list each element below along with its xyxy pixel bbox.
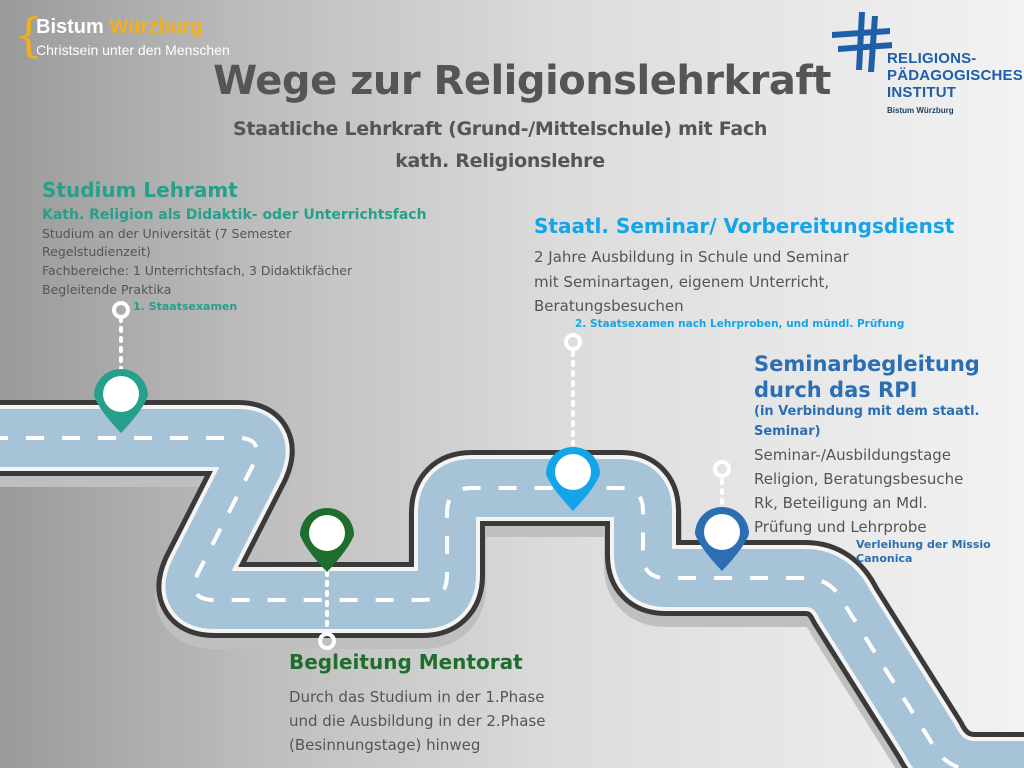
page-subtitle-line2: kath. Religionslehre xyxy=(395,150,605,172)
studium-text-line: Fachbereiche: 1 Unterrichtsfach, 3 Didak… xyxy=(42,263,353,278)
rpi-missio-label-line1: Verleihung der Missio xyxy=(856,538,991,551)
studium-exam-label: 1. Staatsexamen xyxy=(133,300,238,313)
rpi-heading-line2: durch das RPI xyxy=(754,378,918,402)
rpi-heading-line1: Seminarbegleitung xyxy=(754,352,980,376)
seminar-heading: Staatl. Seminar/ Vorbereitungsdienst xyxy=(534,214,955,238)
page-subtitle-line1: Staatliche Lehrkraft (Grund-/Mittelschul… xyxy=(232,118,768,140)
studium-text-line: Regelstudienzeit) xyxy=(42,244,151,259)
institute-name: RELIGIONS- PÄDAGOGISCHES INSTITUT xyxy=(887,50,1023,101)
road-lane-dashes xyxy=(0,436,1024,768)
studium-text-line: Begleitende Praktika xyxy=(42,282,172,297)
seminar-exam-label: 2. Staatsexamen nach Lehrproben, und mün… xyxy=(575,318,905,330)
waypoint-ring-icon xyxy=(318,632,336,650)
map-pin-icon xyxy=(546,447,600,511)
seminar-text-line: mit Seminartagen, eigenem Unterricht, xyxy=(534,273,830,291)
rpi-text-line: Religion, Beratungsbesuche xyxy=(754,470,964,488)
waypoint-ring-icon xyxy=(112,301,130,319)
mentorat-heading: Begleitung Mentorat xyxy=(289,650,523,674)
studium-subheading: Kath. Religion als Didaktik- oder Unterr… xyxy=(42,207,427,223)
waypoint-ring-icon xyxy=(564,333,582,351)
page-title: Wege zur Religionslehrkraft xyxy=(213,58,831,104)
seminar-text-line: Beratungsbesuchen xyxy=(534,297,684,315)
brace-logo-icon: { xyxy=(14,8,44,62)
institute-logo: RELIGIONS- PÄDAGOGISCHES INSTITUT Bistum… xyxy=(832,10,1023,120)
waypoint-ring-icon xyxy=(713,460,731,478)
cross-logo-icon xyxy=(832,12,892,72)
rpi-text-line: Rk, Beteiligung an Mdl. xyxy=(754,494,928,512)
rpi-text-line: Seminar-/Ausbildungstage xyxy=(754,446,952,464)
rpi-text-line: Prüfung und Lehrprobe xyxy=(754,518,927,536)
rpi-missio-label-line2: Canonica xyxy=(856,552,913,565)
map-pin-icon xyxy=(94,369,148,433)
rpi-subheading-line1: (in Verbindung mit dem staatl. xyxy=(754,404,980,419)
mentorat-text-line: Durch das Studium in der 1.Phase xyxy=(289,688,545,706)
map-pin-icon xyxy=(300,508,354,572)
map-pin-icon xyxy=(695,507,749,571)
institute-subtitle: Bistum Würzburg xyxy=(887,106,954,115)
brand-name: Bistum Würzburg xyxy=(36,16,203,38)
seminar-text-line: 2 Jahre Ausbildung in Schule und Seminar xyxy=(534,248,849,266)
studium-heading: Studium Lehramt xyxy=(42,178,238,202)
rpi-subheading-line2: Seminar) xyxy=(754,424,821,439)
studium-text-line: Studium an der Universität (7 Semester xyxy=(42,226,292,241)
mentorat-text-line: und die Ausbildung in der 2.Phase xyxy=(289,712,546,730)
mentorat-text-line: (Besinnungstage) hinweg xyxy=(289,736,481,754)
brand-tagline: Christsein unter den Menschen xyxy=(36,42,230,58)
